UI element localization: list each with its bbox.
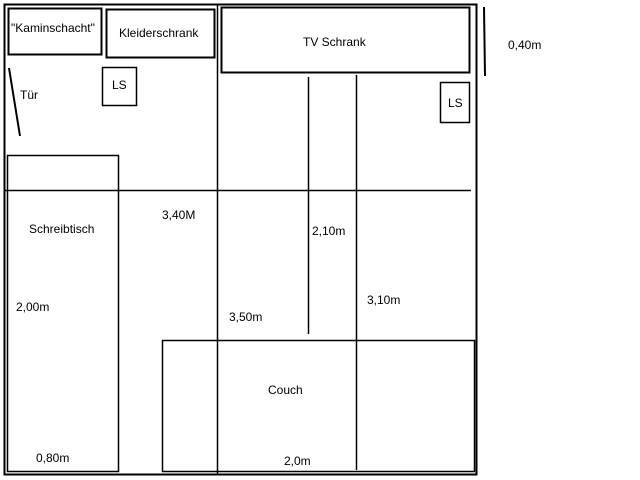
label-tuer: Tür bbox=[20, 88, 38, 102]
label-schreibtisch: Schreibtisch bbox=[29, 222, 95, 236]
label-ls-right: LS bbox=[448, 96, 463, 110]
label-kleiderschrank: Kleiderschrank bbox=[119, 26, 199, 40]
label-desk-length: 2,00m bbox=[16, 300, 50, 314]
label-right-depth: 3,10m bbox=[367, 293, 401, 307]
label-couch-width: 2,0m bbox=[284, 454, 311, 468]
label-kaminschacht: "Kaminschacht" bbox=[11, 21, 95, 35]
room-outline bbox=[3, 3, 478, 476]
label-tv-schrank: TV Schrank bbox=[303, 35, 366, 49]
schreibtisch-box bbox=[6, 154, 120, 473]
label-middle-depth: 3,50m bbox=[229, 310, 263, 324]
tv-schrank-box bbox=[220, 6, 471, 74]
label-couch: Couch bbox=[268, 383, 303, 397]
ls-box-right bbox=[439, 81, 471, 124]
ls-box-left bbox=[101, 66, 138, 107]
label-tv-to-couch: 2,10m bbox=[312, 224, 346, 238]
kaminschacht-box bbox=[7, 7, 103, 56]
label-room-width: 3,40M bbox=[162, 208, 196, 222]
tv-depth-marker bbox=[483, 6, 486, 77]
kleiderschrank-box bbox=[105, 8, 216, 59]
label-ls-left: LS bbox=[112, 78, 127, 92]
label-tv-depth: 0,40m bbox=[508, 38, 542, 52]
couch-box bbox=[161, 339, 476, 473]
label-desk-width: 0,80m bbox=[36, 451, 70, 465]
door-line bbox=[8, 67, 21, 137]
